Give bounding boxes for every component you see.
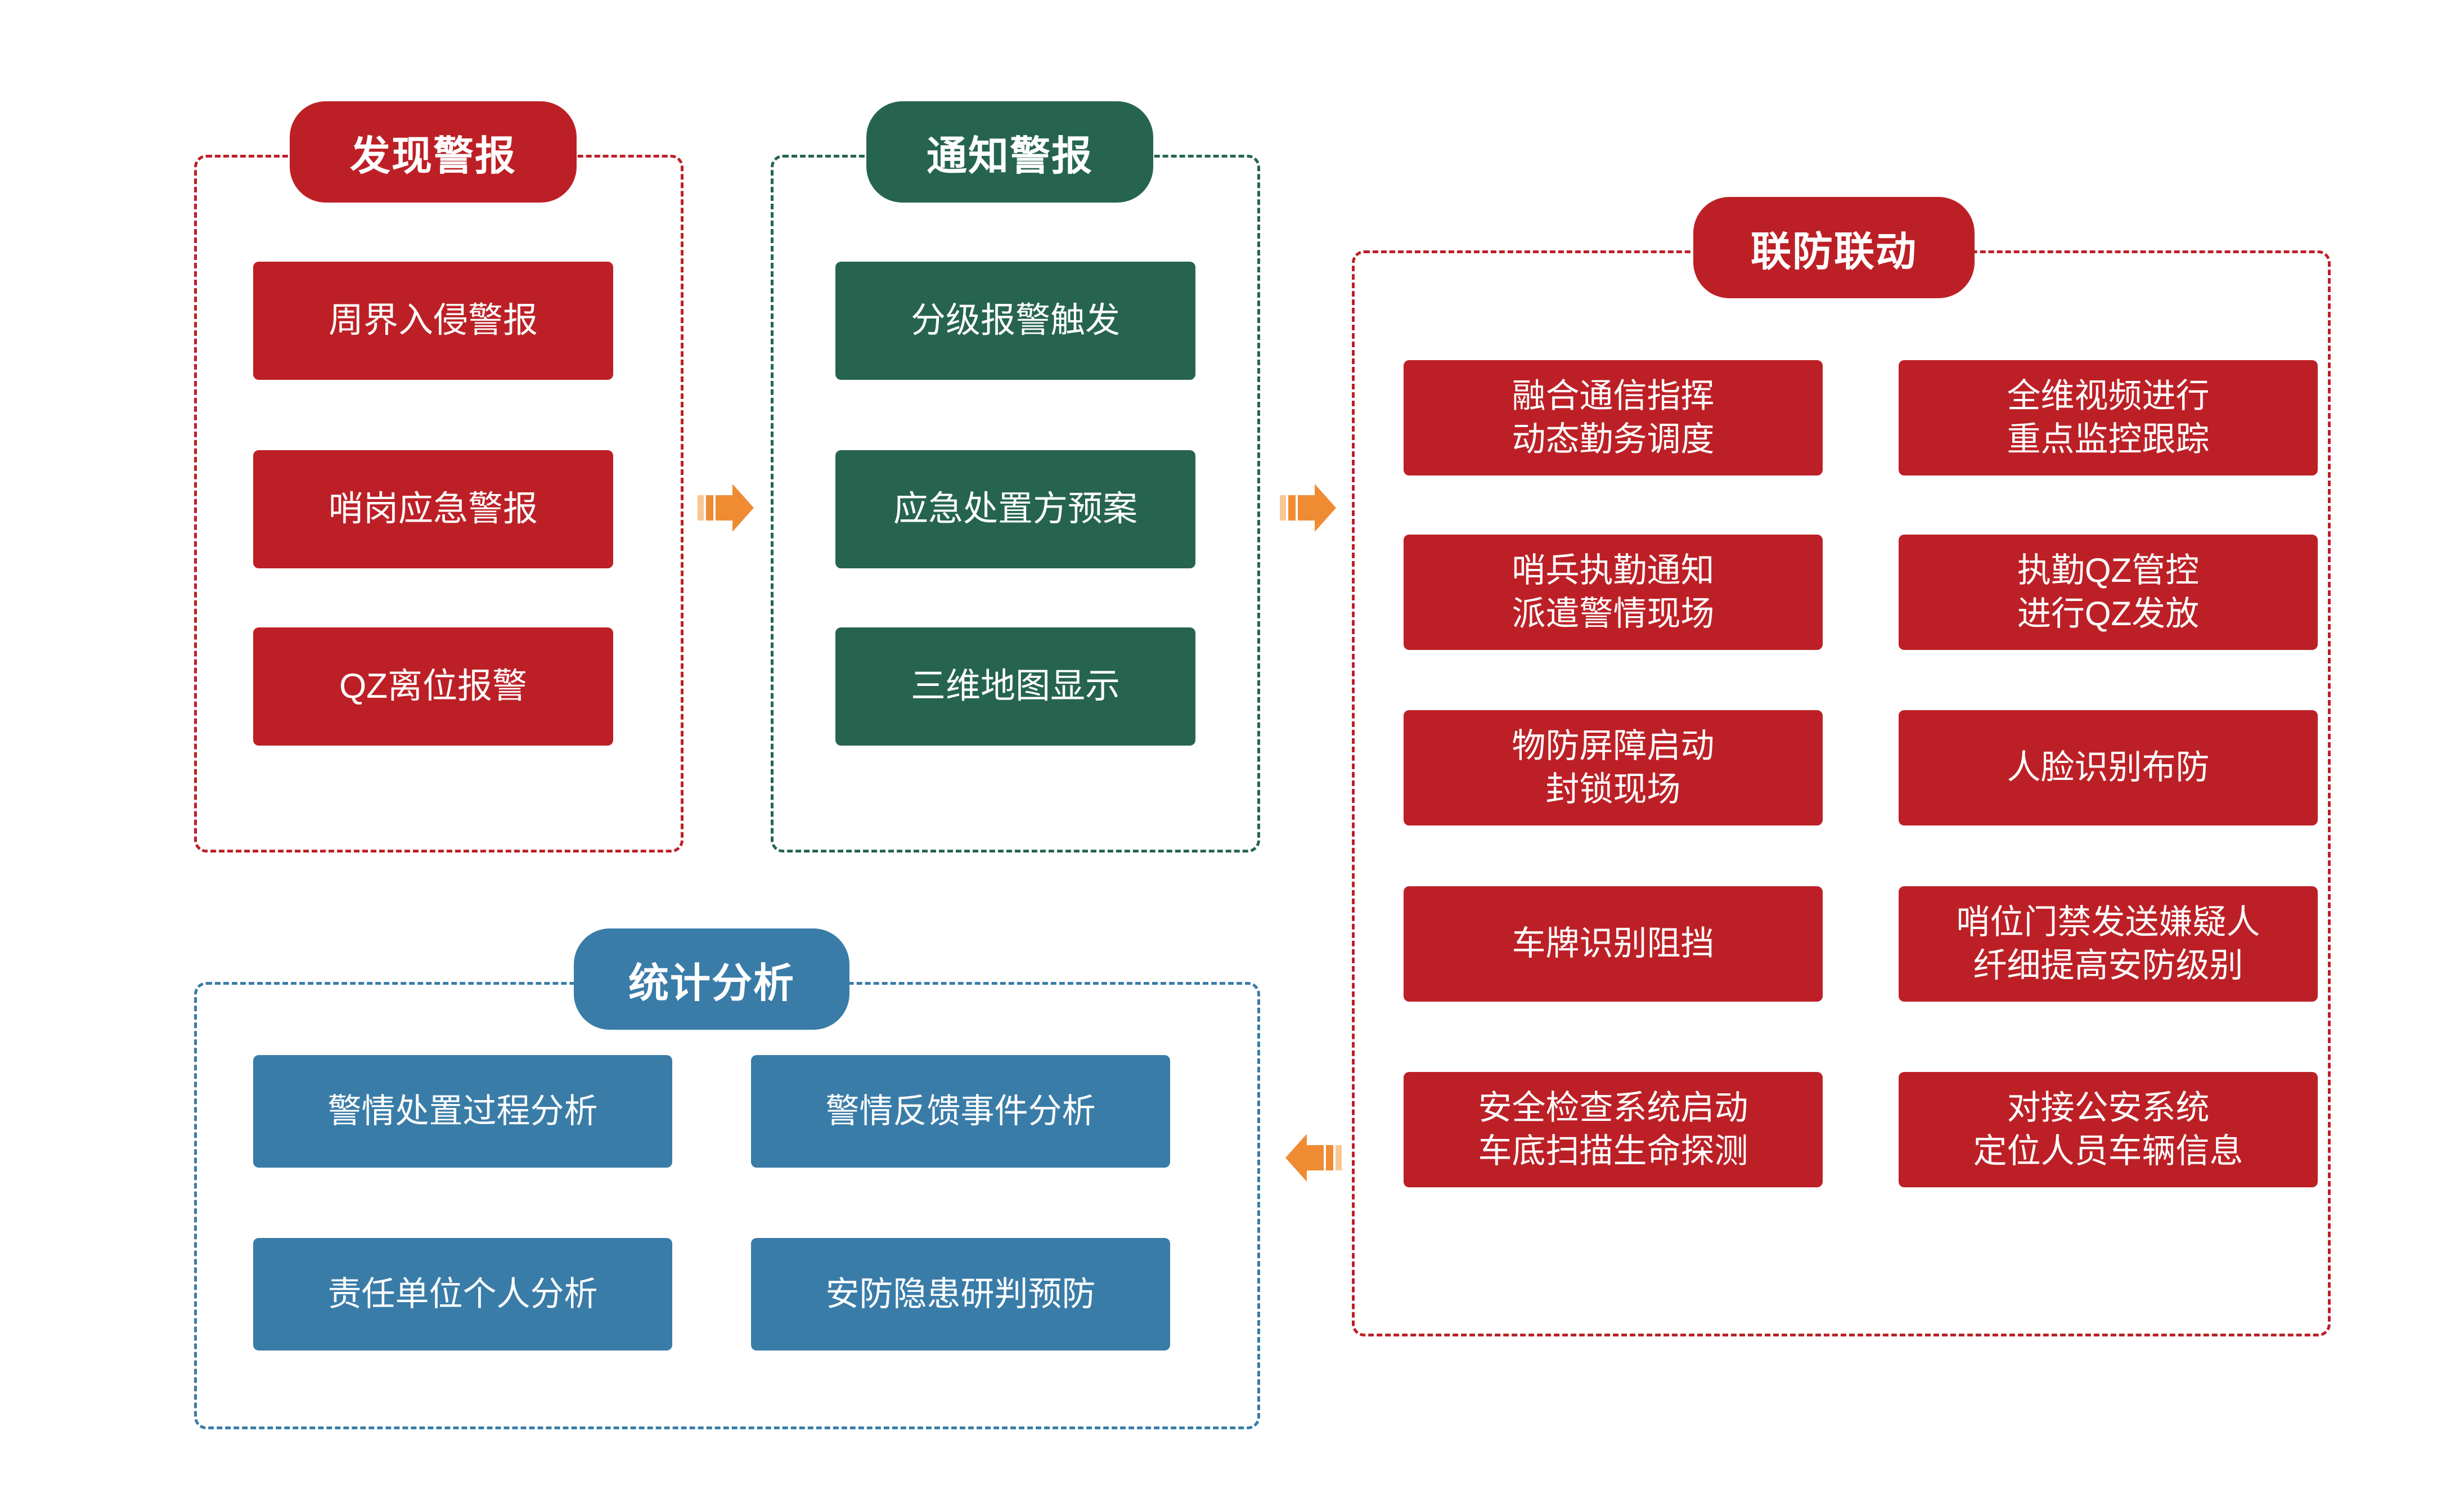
box-joint-left-3[interactable]: 车牌识别阻挡 xyxy=(1404,886,1823,1002)
box-notify-item-1[interactable]: 应急处置方预案 xyxy=(835,450,1195,568)
box-joint-left-4[interactable]: 安全检查系统启动 车底扫描生命探测 xyxy=(1404,1072,1823,1187)
box-joint-right-3[interactable]: 哨位门禁发送嫌疑人 纤细提高安防级别 xyxy=(1899,886,2318,1002)
box-notify-item-2[interactable]: 三维地图显示 xyxy=(835,627,1195,746)
box-joint-right-0[interactable]: 全维视频进行 重点监控跟踪 xyxy=(1899,360,2318,475)
box-statistics-right-0[interactable]: 警情反馈事件分析 xyxy=(751,1055,1170,1168)
box-discover-item-1[interactable]: 哨岗应急警报 xyxy=(253,450,613,568)
box-joint-right-1[interactable]: 执勤QZ管控 进行QZ发放 xyxy=(1899,535,2318,650)
box-statistics-right-1[interactable]: 安防隐患研判预防 xyxy=(751,1238,1170,1351)
pill-statistical-analysis[interactable]: 统计分析 xyxy=(574,928,849,1030)
pill-discover-alarm[interactable]: 发现警报 xyxy=(290,101,577,203)
box-joint-left-2[interactable]: 物防屏障启动 封锁现场 xyxy=(1404,710,1823,825)
box-joint-left-0[interactable]: 融合通信指挥 动态勤务调度 xyxy=(1404,360,1823,475)
arrow-joint-to-statistics-icon xyxy=(1283,1131,1342,1185)
arrow-discover-to-notify-icon xyxy=(698,481,757,535)
pill-joint-defense[interactable]: 联防联动 xyxy=(1693,197,1975,298)
box-joint-left-1[interactable]: 哨兵执勤通知 派遣警情现场 xyxy=(1404,535,1823,650)
box-joint-right-2[interactable]: 人脸识别布防 xyxy=(1899,710,2318,825)
arrow-notify-to-joint-icon xyxy=(1280,481,1339,535)
box-discover-item-0[interactable]: 周界入侵警报 xyxy=(253,262,613,380)
panel-statistical-analysis xyxy=(194,982,1260,1429)
pill-notify-alarm[interactable]: 通知警报 xyxy=(866,101,1153,203)
box-joint-right-4[interactable]: 对接公安系统 定位人员车辆信息 xyxy=(1899,1072,2318,1187)
box-statistics-left-0[interactable]: 警情处置过程分析 xyxy=(253,1055,672,1168)
box-discover-item-2[interactable]: QZ离位报警 xyxy=(253,627,613,746)
box-statistics-left-1[interactable]: 责任单位个人分析 xyxy=(253,1238,672,1351)
box-notify-item-0[interactable]: 分级报警触发 xyxy=(835,262,1195,380)
